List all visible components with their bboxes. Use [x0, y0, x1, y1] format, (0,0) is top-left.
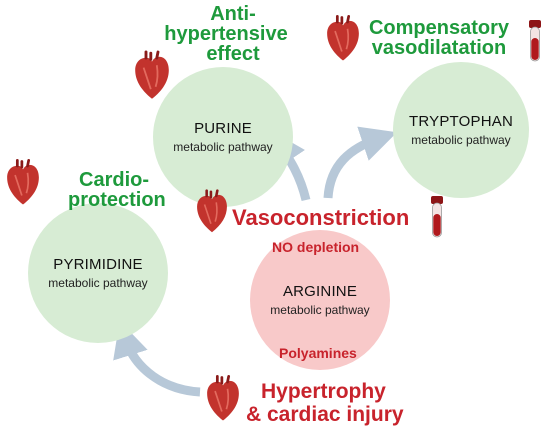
arginine-name: ARGININE [282, 283, 358, 300]
tryptophan-name: TRYPTOPHAN [409, 113, 513, 130]
purine-node: PURINE metabolic pathway [153, 67, 293, 207]
hypertrophy-line2: & cardiac injury [246, 403, 404, 427]
heart-icon [207, 374, 239, 421]
purine-sub: metabolic pathway [173, 140, 273, 154]
heart-icon [7, 158, 39, 205]
pyrimidine-sub: metabolic pathway [48, 276, 148, 290]
compensatory-label: Compensatory vasodilatation [364, 18, 514, 58]
cardioprotection-line2: protection [68, 189, 166, 211]
tryptophan-node: TRYPTOPHAN metabolic pathway [393, 62, 529, 198]
compensatory-line1: Compensatory [368, 17, 510, 39]
pyrimidine-name: PYRIMIDINE [53, 256, 143, 273]
pyrimidine-node: PYRIMIDINE metabolic pathway [28, 203, 168, 343]
anti-hypertensive-line3: effect [206, 43, 260, 65]
anti-hypertensive-label: Anti- hypertensive effect [164, 3, 298, 65]
no-depletion-label: NO depletion [272, 239, 360, 255]
anti-hypertensive-line2: hypertensive [164, 23, 288, 45]
tryptophan-sub: metabolic pathway [411, 133, 511, 147]
heart-icon [197, 189, 227, 233]
arrow-to-pyrimidine [113, 320, 201, 397]
blood-tube-icon [529, 20, 541, 62]
heart-icon [327, 14, 359, 61]
cardioprotection-label: Cardio- protection [68, 169, 166, 211]
arrow-to-tryptophan [323, 126, 398, 199]
heart-icon [135, 50, 169, 99]
arginine-node: ARGININE metabolic pathway [250, 230, 390, 370]
compensatory-line2: vasodilatation [371, 37, 507, 59]
purine-name: PURINE [194, 120, 252, 137]
vasoconstriction-label: Vasoconstriction [232, 205, 410, 230]
blood-tube-icon [431, 196, 443, 238]
hypertrophy-line1: Hypertrophy [261, 380, 386, 403]
polyamines-label: Polyamines [279, 345, 357, 361]
arginine-sub: metabolic pathway [270, 303, 370, 317]
cardioprotection-line1: Cardio- [79, 169, 149, 191]
hypertrophy-label: Hypertrophy & cardiac injury [246, 380, 404, 426]
anti-hypertensive-line1: Anti- [210, 3, 256, 25]
